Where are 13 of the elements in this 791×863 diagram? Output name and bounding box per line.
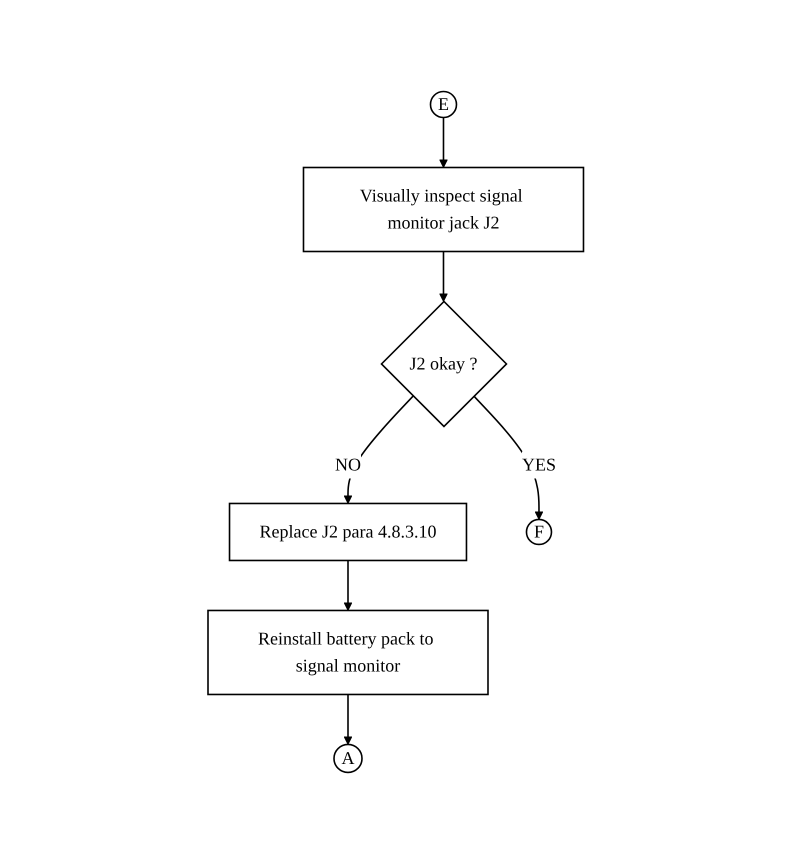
arrow (343, 694, 352, 745)
edge-label: YES (522, 454, 556, 474)
node-circle: A (332, 743, 363, 774)
edge-label: NO (334, 454, 361, 474)
node-box: Replace J2 para 4.8.3.10 (228, 502, 468, 562)
node-diamond: J2 okay ? (380, 300, 508, 428)
node-box: Visually inspect signal monitor jack J2 (302, 166, 584, 252)
node-circle: E (429, 90, 458, 118)
node-circle: F (525, 518, 552, 546)
node-box: Reinstall battery pack to signal monitor (206, 609, 489, 696)
arrow (343, 560, 352, 611)
arrow (438, 251, 448, 302)
arrow (438, 117, 448, 168)
